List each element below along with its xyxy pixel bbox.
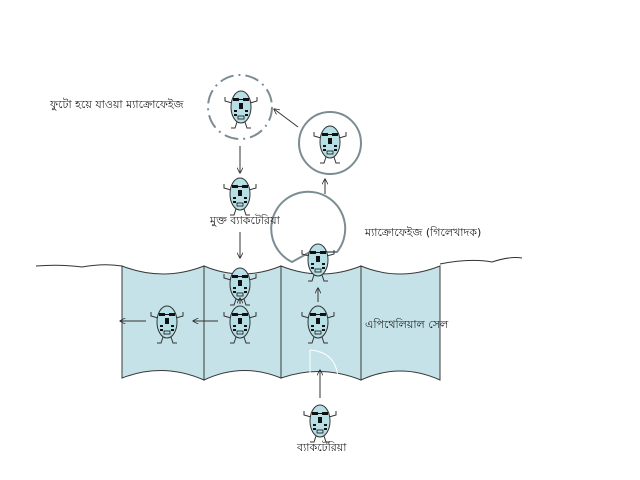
bacteria-label: ব্যাকটেরিয়া <box>296 441 347 454</box>
epithelial-cell-label: এপিথেলিয়াল সেল <box>365 318 449 331</box>
epithelial-cell-4 <box>360 265 441 381</box>
lysed-macrophage-circle <box>207 74 273 140</box>
lysed-macrophage-label: ফুটো হয়ে যাওয়া ম্যাক্রোফেইজ <box>49 98 184 111</box>
free-bacteria-label: মুক্ত ব্যাকটেরিয়া <box>209 214 281 227</box>
bacterium-icon <box>303 404 337 443</box>
macrophage-label: ম্যাক্রোফেইজ (গিলেখাদক) <box>364 226 481 239</box>
arrows <box>120 109 325 398</box>
bacterium-icon <box>223 177 257 216</box>
macrophage-engulfing <box>270 190 347 264</box>
surface-line <box>35 257 523 268</box>
inner-outline <box>309 349 339 379</box>
bacterium-icon <box>224 90 258 129</box>
arrow-macrophage-to-lysed <box>274 109 299 128</box>
